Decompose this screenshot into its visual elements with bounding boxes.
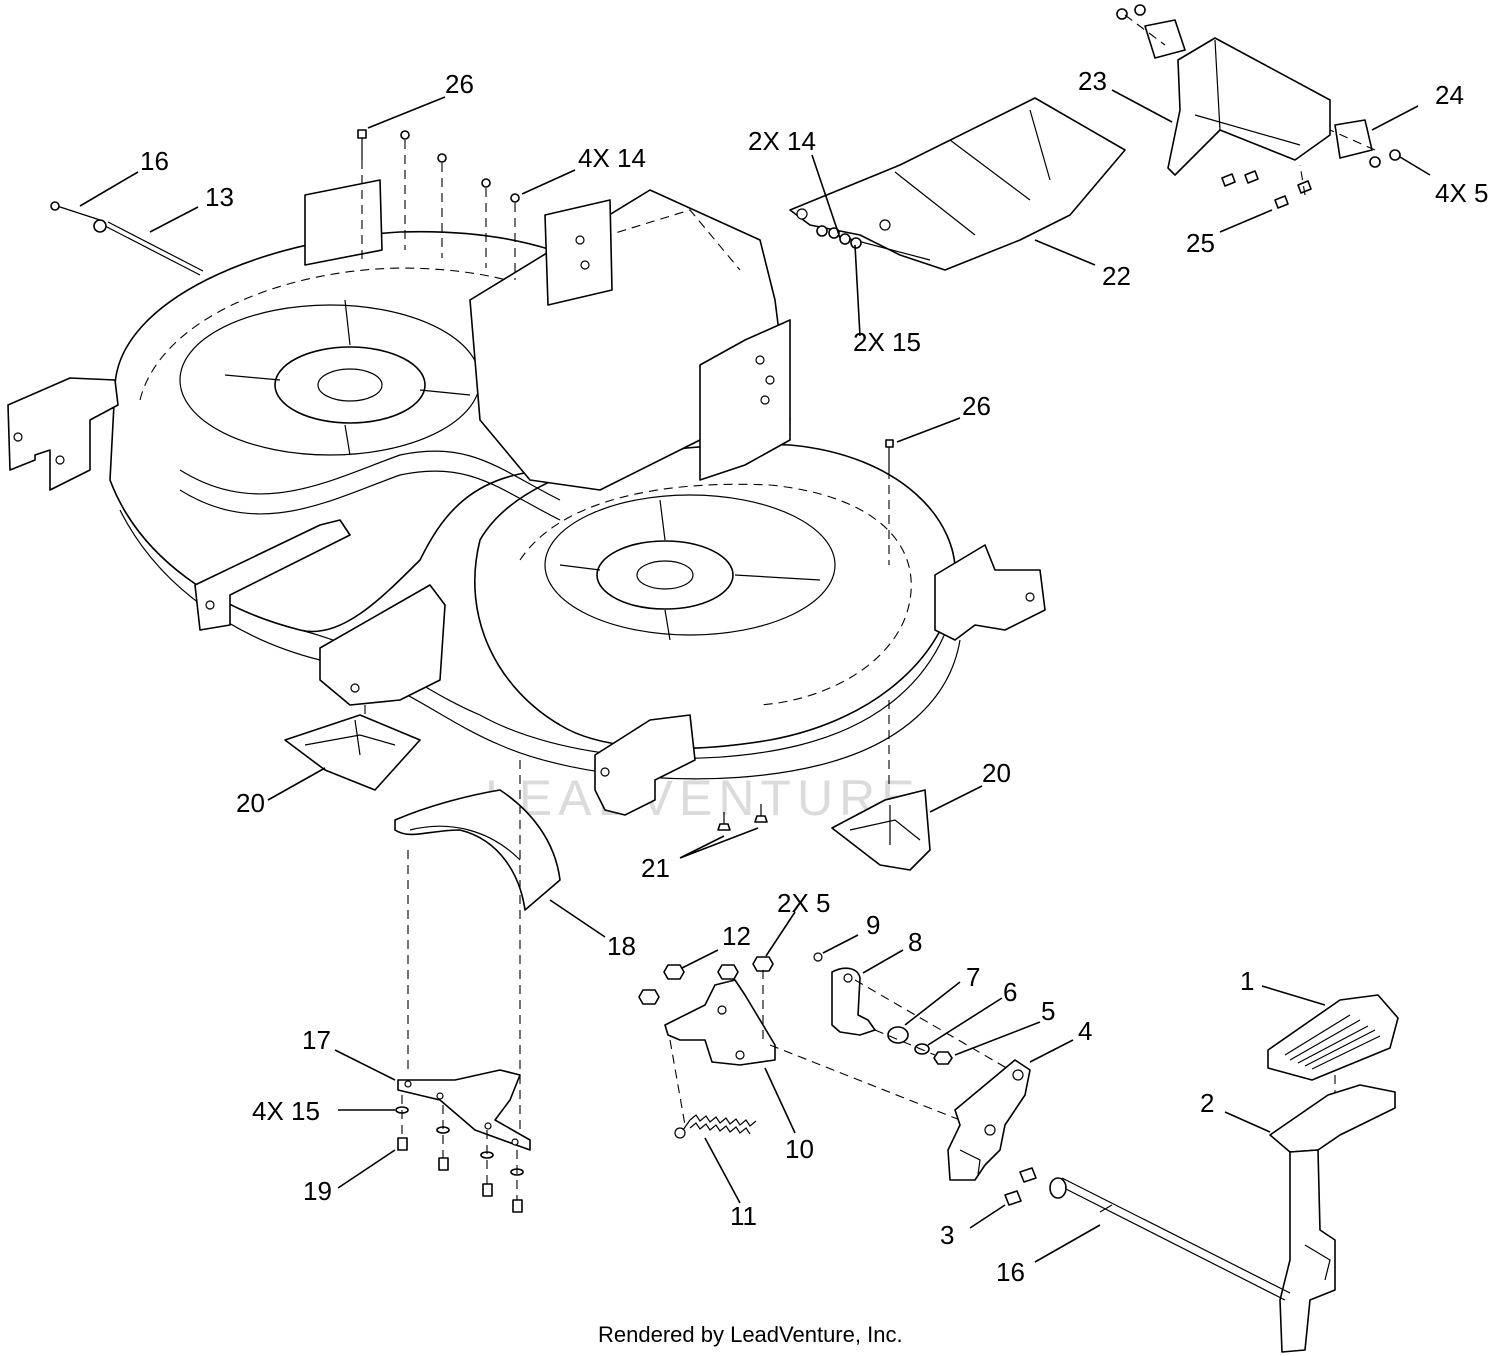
discharge-chute [789, 97, 1126, 271]
rod-16-bottom [1049, 1177, 1291, 1301]
bolts-3 [1004, 1167, 1037, 1206]
callout-4x-5-top: 4X 5 [1435, 178, 1489, 208]
deck-right-hitch [934, 544, 1046, 641]
bracket-4 [947, 1059, 1031, 1181]
footer-credit: Rendered by LeadVenture, Inc. [598, 1322, 903, 1347]
callout-4x-15: 4X 15 [252, 1096, 320, 1126]
callout-18: 18 [607, 931, 636, 961]
callout-10: 10 [785, 1134, 814, 1164]
deck-right-bracket [699, 319, 791, 481]
callout-1: 1 [1240, 966, 1254, 996]
callout-12: 12 [722, 921, 751, 951]
spacers-7-6-5 [887, 1026, 953, 1065]
gauge-wheel-right [831, 789, 931, 871]
callout-24: 24 [1435, 80, 1464, 110]
bolts-21 [717, 804, 768, 831]
callout-23: 23 [1078, 66, 1107, 96]
callout-16-bottom: 16 [996, 1257, 1025, 1287]
callout-26-right: 26 [962, 391, 991, 421]
callout-2x-5: 2X 5 [777, 888, 831, 918]
spring-11 [674, 1114, 757, 1139]
pedal-1 [1267, 994, 1399, 1081]
bolt-16-top [50, 201, 101, 221]
callout-8: 8 [908, 927, 922, 957]
callout-2x-15: 2X 15 [853, 327, 921, 357]
left-spindle-hub [274, 346, 426, 424]
callout-7: 7 [966, 962, 980, 992]
callout-25: 25 [1186, 228, 1215, 258]
callout-4x-14: 4X 14 [578, 143, 646, 173]
callout-4: 4 [1078, 1016, 1092, 1046]
deck-left-bracket-a [304, 179, 383, 266]
callout-26-top: 26 [445, 69, 474, 99]
mower-deck [7, 179, 1046, 816]
callout-2: 2 [1200, 1088, 1214, 1118]
nuts-12-5 [638, 956, 774, 1005]
pedal-lever-2 [1269, 1084, 1396, 1353]
leader-lines [79, 89, 1431, 1263]
callout-3: 3 [940, 1220, 954, 1250]
callout-19: 19 [303, 1176, 332, 1206]
hardware-15-19 [395, 1106, 524, 1213]
callout-11: 11 [730, 1201, 757, 1231]
callout-labels: 26 16 13 4X 14 2X 14 2X 15 22 23 24 4X 5… [140, 66, 1489, 1287]
chute-hardware [816, 225, 862, 249]
shield-18 [394, 789, 561, 911]
callout-13: 13 [205, 182, 234, 212]
rod-13 [93, 219, 204, 276]
deck-front-bracket [594, 714, 696, 816]
bracket-10 [664, 979, 776, 1066]
callout-9: 9 [866, 910, 880, 940]
clip-9 [813, 952, 823, 962]
chute-deflector [1116, 4, 1401, 209]
callout-22: 22 [1102, 261, 1131, 291]
callout-16-top: 16 [140, 146, 169, 176]
deck-front-frame [194, 519, 351, 631]
callout-2x-14: 2X 14 [748, 126, 816, 156]
callout-6: 6 [1003, 977, 1017, 1007]
callout-21: 21 [641, 853, 670, 883]
callout-20-right: 20 [982, 758, 1011, 788]
right-spindle-hub [596, 540, 734, 610]
deck-left-bracket-b [544, 199, 613, 306]
pivot-arm-8 [831, 967, 876, 1036]
top-hardware [357, 129, 894, 470]
bracket-17 [397, 1069, 531, 1151]
gauge-wheel-left [284, 714, 421, 791]
callout-20-left: 20 [236, 788, 265, 818]
callout-5: 5 [1041, 996, 1055, 1026]
callout-17: 17 [302, 1025, 331, 1055]
deck-left-hitch [7, 377, 119, 491]
